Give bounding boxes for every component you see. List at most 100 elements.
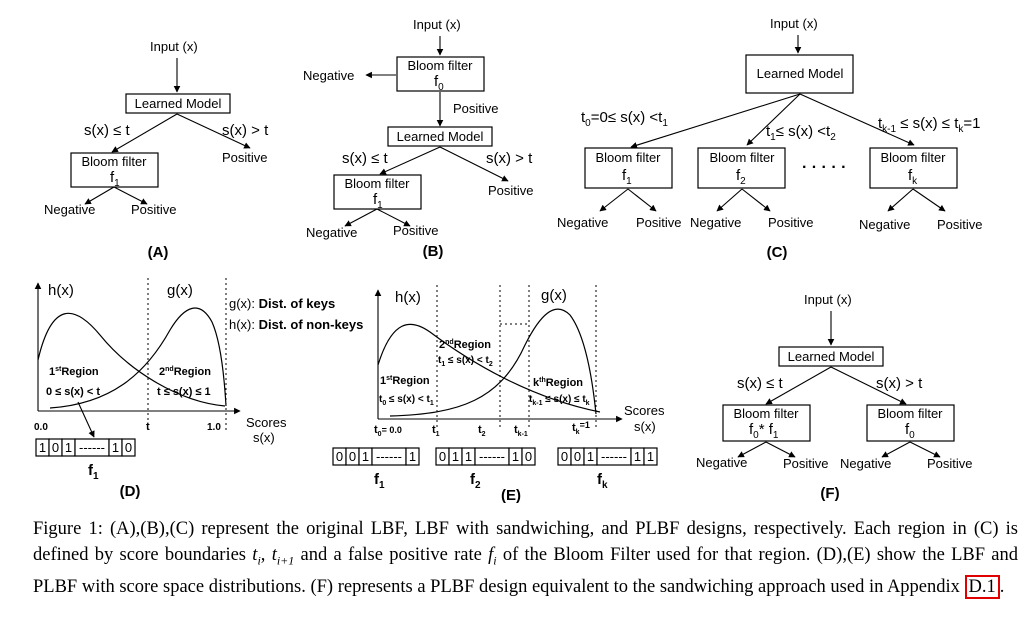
b-neg-arrow (344, 208, 378, 227)
c-positive-1: Positive (636, 215, 682, 230)
c-pos-arrow-1 (627, 188, 657, 212)
f-learned-model-label: Learned Model (788, 349, 875, 364)
c-neg-arrow-1 (599, 188, 629, 212)
e-bit-2-value: 1 (512, 449, 519, 464)
e-f1-symbol: f1 (374, 471, 385, 491)
panel-b: Input (x) Bloom filter f0 Negative Posit… (303, 17, 534, 260)
e-region1-condition: t0 ≤ s(x) < t1 (379, 394, 434, 407)
f-negative-1: Negative (696, 455, 747, 470)
e-bit-1-value: 0 (336, 449, 343, 464)
e-scores-label: Scores (624, 403, 665, 418)
panel-c: Input (x) Learned Model t0=0≤ s(x) <t1 t… (557, 16, 983, 261)
d-region2-title: 2ndRegion (159, 366, 211, 378)
f-neg-arrow-1 (737, 441, 767, 458)
d-bit-value: 0 (52, 440, 59, 455)
c-pos-arrow-2 (741, 188, 771, 212)
caption-fi: fi (488, 545, 497, 568)
c-bloom-box-2 (697, 147, 786, 189)
f-bloom-left-box (722, 404, 811, 442)
e-bit-2-value: 1 (452, 449, 459, 464)
a-right-condition: s(x) > t (222, 122, 269, 139)
c-bloom-box-k (869, 147, 958, 189)
d-sx-label: s(x) (253, 430, 275, 445)
c-bloom-label-1: Bloom filter (595, 150, 661, 165)
e-tick-tk: tk=1 (572, 420, 590, 436)
f-learned-model-box (778, 346, 884, 367)
caption-ti1: ti+1 (271, 545, 295, 568)
caption-ti: ti (252, 545, 261, 568)
c-input-label: Input (x) (770, 16, 818, 31)
e-regionk-title: kthRegion (533, 377, 583, 389)
b-negative-top: Negative (303, 68, 354, 83)
e-bit-2-value: ------ (479, 449, 505, 464)
b-learned-model-box (387, 126, 493, 147)
f-neg-arrow-2 (881, 441, 911, 458)
f-bloom-right-label: Bloom filter (877, 406, 943, 421)
e-tick-t2: t2 (478, 424, 486, 438)
b-negative: Negative (306, 225, 357, 240)
e-region2-title: 2ndRegion (439, 339, 491, 351)
d-g-label: g(x) (167, 282, 193, 299)
f-left-condition: s(x) ≤ t (737, 375, 784, 392)
d-h-curve (37, 312, 226, 407)
b-positive: Positive (393, 223, 439, 238)
e-bit-k-value: 1 (634, 449, 641, 464)
a-right-arrow (176, 113, 251, 149)
e-bit-1-value: 1 (362, 449, 369, 464)
caption-end: . (999, 576, 1005, 597)
b-bloom-filter-label: Bloom filter (344, 176, 410, 191)
f-panel-label: (F) (820, 485, 839, 502)
c-neg-arrow-k (887, 188, 914, 212)
b-left-arrow (379, 146, 441, 175)
a-learned-model-label: Learned Model (135, 96, 222, 111)
e-tick-tk1: tk-1 (514, 424, 528, 438)
e-h-label: h(x) (395, 289, 421, 306)
e-bit-1-value: ------ (376, 449, 402, 464)
panel-e: h(x) g(x) 2ndRegion t1 ≤ s(x) < t2 1stRe… (332, 285, 665, 504)
e-bit-2-value: 0 (439, 449, 446, 464)
c-condition-1: t0=0≤ s(x) <t1 (581, 109, 668, 129)
caption-comma: , (260, 545, 272, 565)
e-tick-t0: t0= 0.0 (374, 424, 402, 438)
appendix-reference-link[interactable]: D.1 (964, 574, 1000, 599)
caption-text-3: of the Bloom Filter used for that region… (33, 545, 1018, 597)
d-region1-title: 1stRegion (49, 366, 99, 378)
c-negative-1: Negative (557, 215, 608, 230)
caption-text-1: Figure 1: (A),(B),(C) represent the orig… (33, 519, 1018, 565)
c-arrow-1 (630, 93, 801, 149)
d-region2-condition: t ≤ s(x) ≤ 1 (157, 386, 211, 398)
a-positive-right: Positive (222, 150, 268, 165)
c-condition-2: t1≤ s(x) <t2 (766, 123, 836, 143)
f-bloom-right-box (866, 404, 955, 442)
f-input-label: Input (x) (804, 292, 852, 307)
f-pos-arrow-1 (765, 441, 796, 458)
a-positive: Positive (131, 202, 177, 217)
f-right-symbol: f0 (905, 421, 915, 441)
d-pointer-arrow (77, 401, 95, 438)
a-f-symbol: f1 (110, 169, 120, 189)
c-fk-symbol: fk (908, 167, 918, 187)
a-bloom-filter-label: Bloom filter (81, 154, 147, 169)
b-learned-model-label: Learned Model (397, 129, 484, 144)
b-bloom-top-box (396, 56, 485, 92)
c-bloom-label-k: Bloom filter (880, 150, 946, 165)
f-left-symbol: f0* f1 (749, 421, 779, 441)
c-learned-model-box (745, 54, 854, 94)
e-f2-symbol: f2 (470, 471, 481, 491)
b-input-label: Input (x) (413, 17, 461, 32)
a-left-arrow (111, 113, 178, 153)
f-positive-2: Positive (927, 456, 973, 471)
b-left-condition: s(x) ≤ t (342, 150, 389, 167)
b-pos-arrow (376, 208, 411, 227)
d-x-tick-t: t (146, 421, 150, 433)
e-bit-k-value: 1 (587, 449, 594, 464)
d-x-tick-1: 1.0 (207, 422, 221, 433)
a-negative: Negative (44, 202, 95, 217)
f-negative-2: Negative (840, 456, 891, 471)
a-panel-label: (A) (148, 244, 169, 261)
b-bloom-top-label: Bloom filter (407, 58, 473, 73)
e-sx-label: s(x) (634, 419, 656, 434)
b-f0-symbol: f0 (434, 73, 444, 93)
